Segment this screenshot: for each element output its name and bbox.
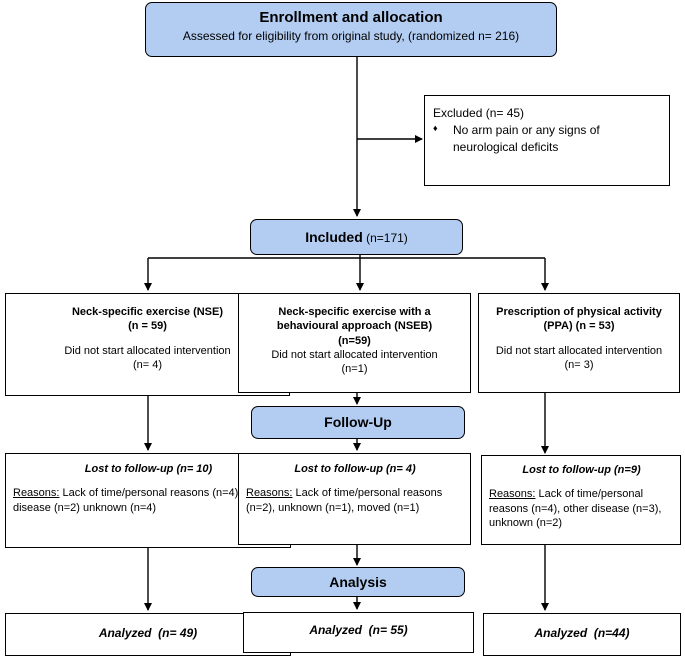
group-name: Prescription of physical activity xyxy=(496,306,662,318)
group-box-nseb: Neck-specific exercise with a behavioura… xyxy=(238,293,471,393)
not-started-label: Did not start allocated intervention xyxy=(64,344,231,357)
bullet-icon: ♦ xyxy=(433,122,438,133)
analysis-label: Analysis xyxy=(329,574,387,590)
group-name-cont: behavioural approach (NSEB) xyxy=(276,320,433,333)
included-box: Included (n=171) xyxy=(250,219,463,255)
reasons-label: Reasons: xyxy=(13,487,60,500)
lost-title: Lost to follow-up (n=9) xyxy=(522,464,641,476)
group-name: Neck-specific exercise (NSE) xyxy=(71,306,224,318)
analyzed-label: Analyzed (n= 55) xyxy=(309,623,408,637)
lost-title: Lost to follow-up (n= 10) xyxy=(84,463,213,475)
follow-up-box: Follow-Up xyxy=(251,406,465,439)
analyzed-label: Analyzed (n=44) xyxy=(534,626,630,640)
excluded-reason-line1: No arm pain or any signs of xyxy=(453,122,600,137)
analysis-box: Analysis xyxy=(251,567,465,597)
enrollment-subtitle: Assessed for eligibility from original s… xyxy=(182,29,520,43)
included-count: (n=171) xyxy=(362,231,408,245)
enrollment-box: Enrollment and allocation Assessed for e… xyxy=(145,2,557,57)
reasons-text: Reasons: Lack of time/personal reasons (… xyxy=(13,486,284,515)
reasons-detail: Lack of time/personal reasons (n=4), oth… xyxy=(489,488,662,529)
reasons-text: Reasons: Lack of time/personal reasons (… xyxy=(489,487,674,530)
analyzed-box-ppa: Analyzed (n=44) xyxy=(483,613,681,656)
group-n: (n = 59) xyxy=(128,320,167,333)
lost-box-nseb: Lost to follow-up (n= 4) Reasons: Lack o… xyxy=(238,453,471,545)
enrollment-title: Enrollment and allocation xyxy=(259,9,443,26)
group-n: (n=59) xyxy=(338,334,371,347)
included-label: Included xyxy=(305,229,363,245)
reasons-text: Reasons: Lack of time/personal reasons (… xyxy=(246,486,464,515)
excluded-title: Excluded (n= 45) xyxy=(433,106,525,120)
lost-box-ppa: Lost to follow-up (n=9) Reasons: Lack of… xyxy=(481,455,681,545)
not-started-n: (n=1) xyxy=(341,363,368,376)
not-started-n: (n= 4) xyxy=(132,358,163,371)
reasons-detail: Lack of time/personal reasons (n=4), oth… xyxy=(13,487,270,514)
reasons-label: Reasons: xyxy=(489,488,536,501)
reasons-detail: Lack of time/personal reasons (n=2), unk… xyxy=(246,487,443,514)
not-started-n: (n= 3) xyxy=(564,358,594,371)
excluded-reason-line2: neurological deficits xyxy=(453,139,559,154)
analyzed-label: Analyzed (n= 49) xyxy=(98,626,198,640)
follow-up-label: Follow-Up xyxy=(324,414,392,430)
group-name: Neck-specific exercise with a xyxy=(278,306,431,318)
reasons-label: Reasons: xyxy=(246,487,293,500)
group-box-ppa: Prescription of physical activity (PPA) … xyxy=(478,293,680,393)
lost-title: Lost to follow-up (n= 4) xyxy=(294,463,416,475)
analyzed-box-nseb: Analyzed (n= 55) xyxy=(243,612,474,653)
excluded-box: Excluded (n= 45) ♦ No arm pain or any si… xyxy=(424,95,670,186)
not-started-label: Did not start allocated intervention xyxy=(495,344,663,357)
not-started-label: Did not start allocated intervention xyxy=(271,348,438,361)
group-n: (PPA) (n = 53) xyxy=(543,320,615,333)
